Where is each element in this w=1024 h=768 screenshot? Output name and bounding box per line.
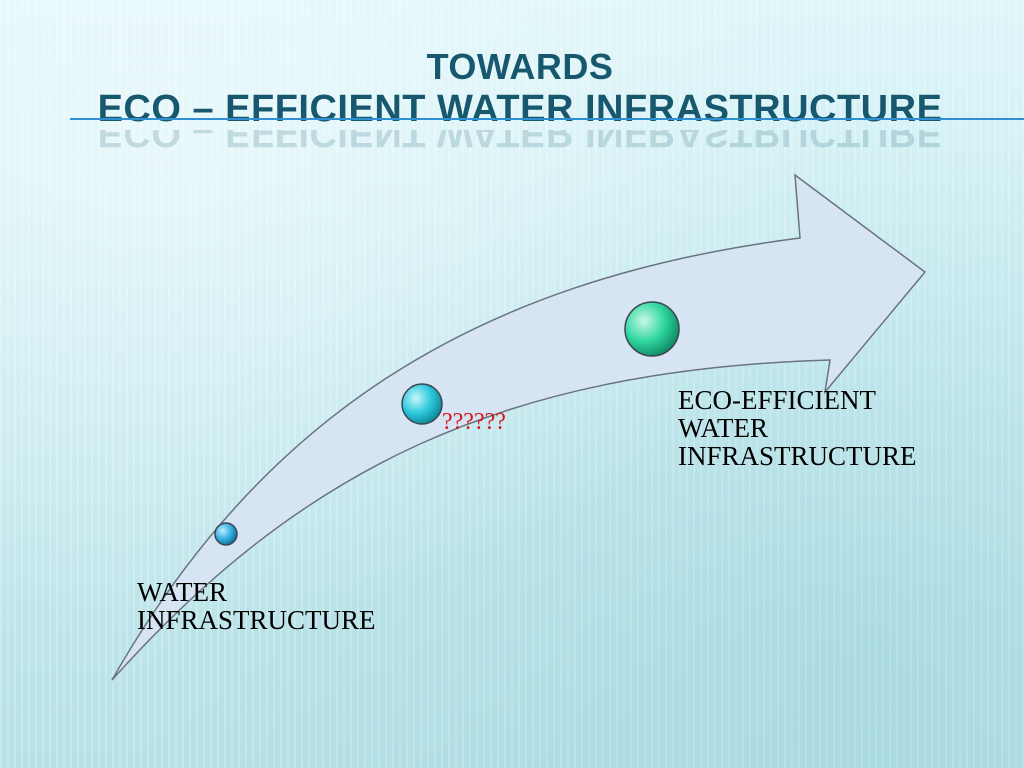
start-label: WATER INFRASTRUCTURE (137, 578, 376, 634)
end-label-line-1: ECO-EFFICIENT (678, 385, 876, 415)
start-label-line-2: INFRASTRUCTURE (137, 605, 376, 635)
middle-question-label: ?????? (442, 409, 506, 435)
end-label-line-2: WATER (678, 413, 768, 443)
stage-dot-small (214, 522, 238, 546)
start-label-line-1: WATER (137, 577, 227, 607)
end-label-line-3: INFRASTRUCTURE (678, 441, 917, 471)
stage-dot-medium (401, 383, 443, 425)
end-label: ECO-EFFICIENT WATER INFRASTRUCTURE (678, 386, 917, 470)
title-rule (70, 118, 1024, 120)
slide-title: TOWARDS ECO – EFFICIENT WATER INFRASTRUC… (0, 46, 1024, 130)
title-line-1: TOWARDS (426, 46, 614, 87)
title-line-2: ECO – EFFICIENT WATER INFRASTRUCTURE (97, 88, 943, 130)
curved-arrow-shape (111, 173, 927, 681)
stage-dot-large (624, 301, 680, 357)
